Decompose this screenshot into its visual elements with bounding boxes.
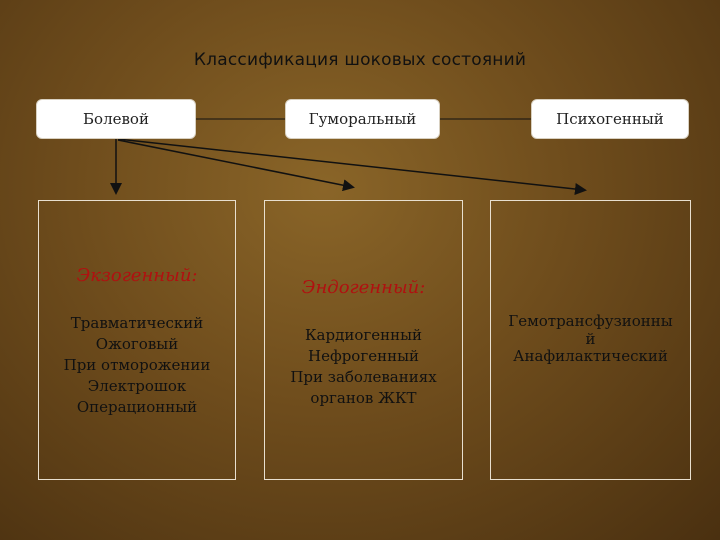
list-item: Анафилактический xyxy=(513,347,668,365)
box-humoral: Гуморальный xyxy=(285,99,440,139)
box-humoral-label: Гуморальный xyxy=(308,110,417,128)
box-pain: Болевой xyxy=(36,99,196,139)
list-item: й xyxy=(585,330,596,348)
list-item: Травматический xyxy=(70,314,204,332)
list-item: Нефрогенный xyxy=(308,347,419,365)
diagram-title: Классификация шоковых состояний xyxy=(193,50,527,70)
panel-exogenous: Экзогенный: Травматический Ожоговый При … xyxy=(38,200,236,480)
list-item: При заболеваниях xyxy=(290,368,437,386)
panel-other: Гемотрансфузионны й Анафилактический xyxy=(490,200,691,480)
panel-endogenous: Эндогенный: Кардиогенный Нефрогенный При… xyxy=(264,200,463,480)
box-psychogenic-label: Психогенный xyxy=(556,110,664,128)
arrow-to-other xyxy=(117,138,587,195)
list-item: Гемотрансфузионны xyxy=(508,312,673,330)
panel-exogenous-list: Травматический Ожоговый При отморожении … xyxy=(39,313,235,418)
list-item: Кардиогенный xyxy=(304,326,423,344)
list-item: Операционный xyxy=(76,398,198,416)
panel-other-list: Гемотрансфузионны й Анафилактический xyxy=(491,311,690,367)
list-item: При отморожении xyxy=(63,356,211,374)
panel-endogenous-heading: Эндогенный: xyxy=(301,277,426,298)
box-psychogenic: Психогенный xyxy=(531,99,689,139)
panel-exogenous-heading: Экзогенный: xyxy=(76,265,198,286)
list-item: Ожоговый xyxy=(95,335,179,353)
list-item: Электрошок xyxy=(87,377,187,395)
box-pain-label: Болевой xyxy=(83,110,149,128)
arrow-to-endogenous xyxy=(117,139,355,192)
panel-endogenous-list: Кардиогенный Нефрогенный При заболевания… xyxy=(265,325,462,409)
list-item: органов ЖКТ xyxy=(310,389,417,407)
